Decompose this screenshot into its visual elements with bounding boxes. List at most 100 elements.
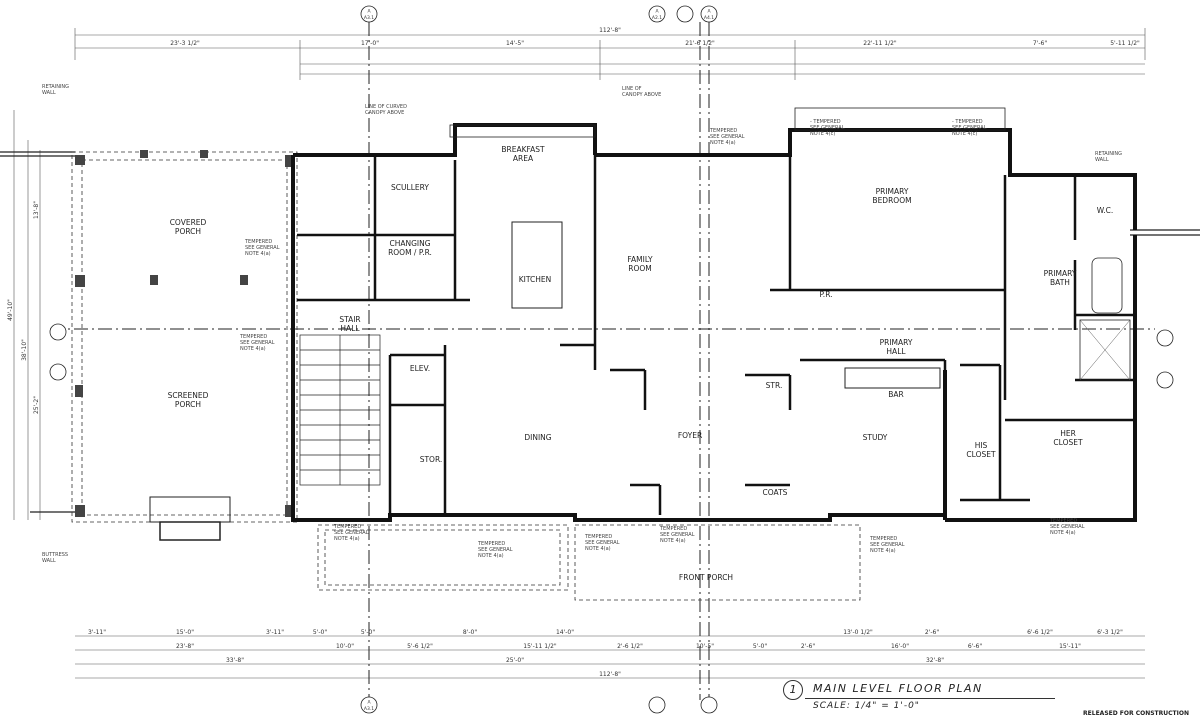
room-label-str: STR. xyxy=(766,381,783,390)
note-retaining-wall-l: WALL xyxy=(42,90,56,96)
grid-tag: A xyxy=(367,700,371,706)
note-tempered-8: NOTE 4(a) xyxy=(585,546,611,552)
dimension-bottom: 14'-0" xyxy=(556,629,574,636)
breakfast-bay xyxy=(449,124,596,138)
note-tempered-5: NOTE 4(c) xyxy=(952,131,977,137)
dimension-top: 5'-11 1/2" xyxy=(1110,40,1140,47)
note-tempered-8: SEE GENERAL xyxy=(585,540,620,546)
note-tempered-4: NOTE 4(c) xyxy=(810,131,835,137)
shower xyxy=(1079,319,1131,381)
note-tempered-9: SEE GENERAL xyxy=(660,532,695,538)
dimension-bottom: 5'-0" xyxy=(361,629,375,636)
dimension-bottom: 32'-8" xyxy=(926,657,944,664)
room-label-dining: DINING xyxy=(524,433,551,442)
dimension-bottom: 2'-6 1/2" xyxy=(617,643,643,650)
room-label-his-closet: CLOSET xyxy=(966,450,996,459)
room-label-her-closet: CLOSET xyxy=(1053,438,1083,447)
note-tempered-7: SEE GENERAL xyxy=(478,547,513,553)
dimension-bottom: 33'-8" xyxy=(226,657,244,664)
room-label-primary-bath: PRIMARY xyxy=(1044,269,1077,278)
dimension-bottom: 8'-0" xyxy=(463,629,477,636)
note-tempered-2: SEE GENERAL xyxy=(240,340,275,346)
note-tempered-10: SEE GENERAL xyxy=(870,542,905,548)
note-canopy-above: LINE OF xyxy=(622,86,642,92)
note-curved-canopy: CANOPY ABOVE xyxy=(365,110,404,116)
note-tempered-5: - TEMPERED xyxy=(952,119,983,125)
room-label-elev: ELEV. xyxy=(410,364,430,373)
dimension-bottom: 6'-3 1/2" xyxy=(1097,629,1123,636)
dimension-left: 38'-10" xyxy=(21,339,28,361)
retaining-walls xyxy=(0,151,1200,513)
dimension-text: 112'-8"23'-3 1/2"17'-0"14'-5"21'-6 1/2"2… xyxy=(7,27,1140,678)
dimension-bottom: 15'-11" xyxy=(1059,643,1081,650)
note-tempered-2: NOTE 4(a) xyxy=(240,346,266,352)
dimension-top: 14'-5" xyxy=(506,40,524,47)
stair xyxy=(299,334,381,486)
room-label-primary-hall: HALL xyxy=(886,347,906,356)
dimension-top: 21'-6 1/2" xyxy=(685,40,715,47)
room-label-family: FAMILY xyxy=(627,255,653,264)
note-retaining-wall-l: RETAINING xyxy=(42,84,69,90)
room-label-her-closet: HER xyxy=(1060,429,1076,438)
grid-tag: A3.1 xyxy=(364,706,374,712)
note-tempered-6: NOTE 4(a) xyxy=(334,536,360,542)
grid-tag: A3.1 xyxy=(364,15,374,21)
note-tempered-9: NOTE 4(a) xyxy=(660,538,686,544)
room-label-breakfast: AREA xyxy=(513,154,534,163)
note-tempered-8: TEMPERED xyxy=(584,534,612,540)
plan-notes: RETAININGWALLRETAININGWALLBUTTRESSWALLLI… xyxy=(42,84,1122,564)
dimension-bottom: 112'-8" xyxy=(599,671,621,678)
drawing-number: 1 xyxy=(783,680,803,700)
note-tempered-9: TEMPERED xyxy=(659,526,687,532)
room-label-family: ROOM xyxy=(628,264,652,273)
dimension-bottom: 16'-0" xyxy=(891,643,909,650)
release-status: RELEASED FOR CONSTRUCTION xyxy=(1083,710,1189,717)
room-label-changing: ROOM / P.R. xyxy=(388,248,432,257)
dimension-bottom: 13'-0 1/2" xyxy=(843,629,873,636)
dimension-bottom: 3'-11" xyxy=(266,629,284,636)
dimension-bottom: 6'-6 1/2" xyxy=(1027,629,1053,636)
note-tempered-6: TEMPERED xyxy=(333,524,361,530)
dimension-left: 49'-10" xyxy=(7,299,14,321)
room-label-kitchen: KITCHEN xyxy=(519,275,552,284)
dimension-bottom: 3'-11" xyxy=(88,629,106,636)
note-tempered-3: TEMPERED xyxy=(709,128,737,134)
grid-tag: A2.1 xyxy=(652,15,662,21)
room-label-front-porch: FRONT PORCH xyxy=(679,573,733,582)
dimension-lines-left xyxy=(13,110,41,520)
dimension-bottom: 10'-5" xyxy=(696,643,714,650)
dimension-bottom: 23'-8" xyxy=(176,643,194,650)
bar-counter xyxy=(844,367,941,389)
dimension-left: 25'-2" xyxy=(33,396,40,414)
dimension-left: 13'-8" xyxy=(33,201,40,219)
dimension-top: 7'-6" xyxy=(1033,40,1047,47)
drawing-title: MAIN LEVEL FLOOR PLAN xyxy=(813,682,983,695)
note-tempered-7: TEMPERED xyxy=(477,541,505,547)
room-label-stair-hall: HALL xyxy=(340,324,360,333)
note-curved-canopy: LINE OF CURVED xyxy=(365,104,407,110)
room-label-pr: P.R. xyxy=(819,290,832,299)
note-tempered-4: - TEMPERED xyxy=(810,119,841,125)
note-tempered-11: NOTE 4(a) xyxy=(1050,530,1076,536)
room-label-bar: BAR xyxy=(888,390,904,399)
room-label-covered-porch: COVERED xyxy=(170,218,207,227)
room-label-stair-hall: STAIR xyxy=(339,315,360,324)
dimension-lines-bottom xyxy=(75,635,1145,679)
room-label-primary-bath: BATH xyxy=(1050,278,1070,287)
room-label-primary-bedroom: PRIMARY xyxy=(876,187,909,196)
front-steps xyxy=(317,524,861,601)
dimension-bottom: 6'-6" xyxy=(968,643,982,650)
grid-bubbles xyxy=(49,5,1174,714)
dimension-bottom: 2'-6" xyxy=(801,643,815,650)
room-label-study: STUDY xyxy=(863,433,888,442)
room-labels: COVEREDPORCHSCREENEDPORCHSCULLERYCHANGIN… xyxy=(168,145,1114,582)
title-block: 1 MAIN LEVEL FLOOR PLAN SCALE: 1/4" = 1'… xyxy=(775,680,1195,719)
dimension-lines-top xyxy=(74,28,1146,80)
note-tempered-10: TEMPERED xyxy=(869,536,897,542)
note-tempered-4: SEE GENERAL xyxy=(810,125,845,131)
grid-lines xyxy=(50,22,1155,700)
note-retaining-wall-r: WALL xyxy=(1095,157,1109,163)
dimension-bottom: 25'-0" xyxy=(506,657,524,664)
note-tempered-3: SEE GENERAL xyxy=(710,134,745,140)
